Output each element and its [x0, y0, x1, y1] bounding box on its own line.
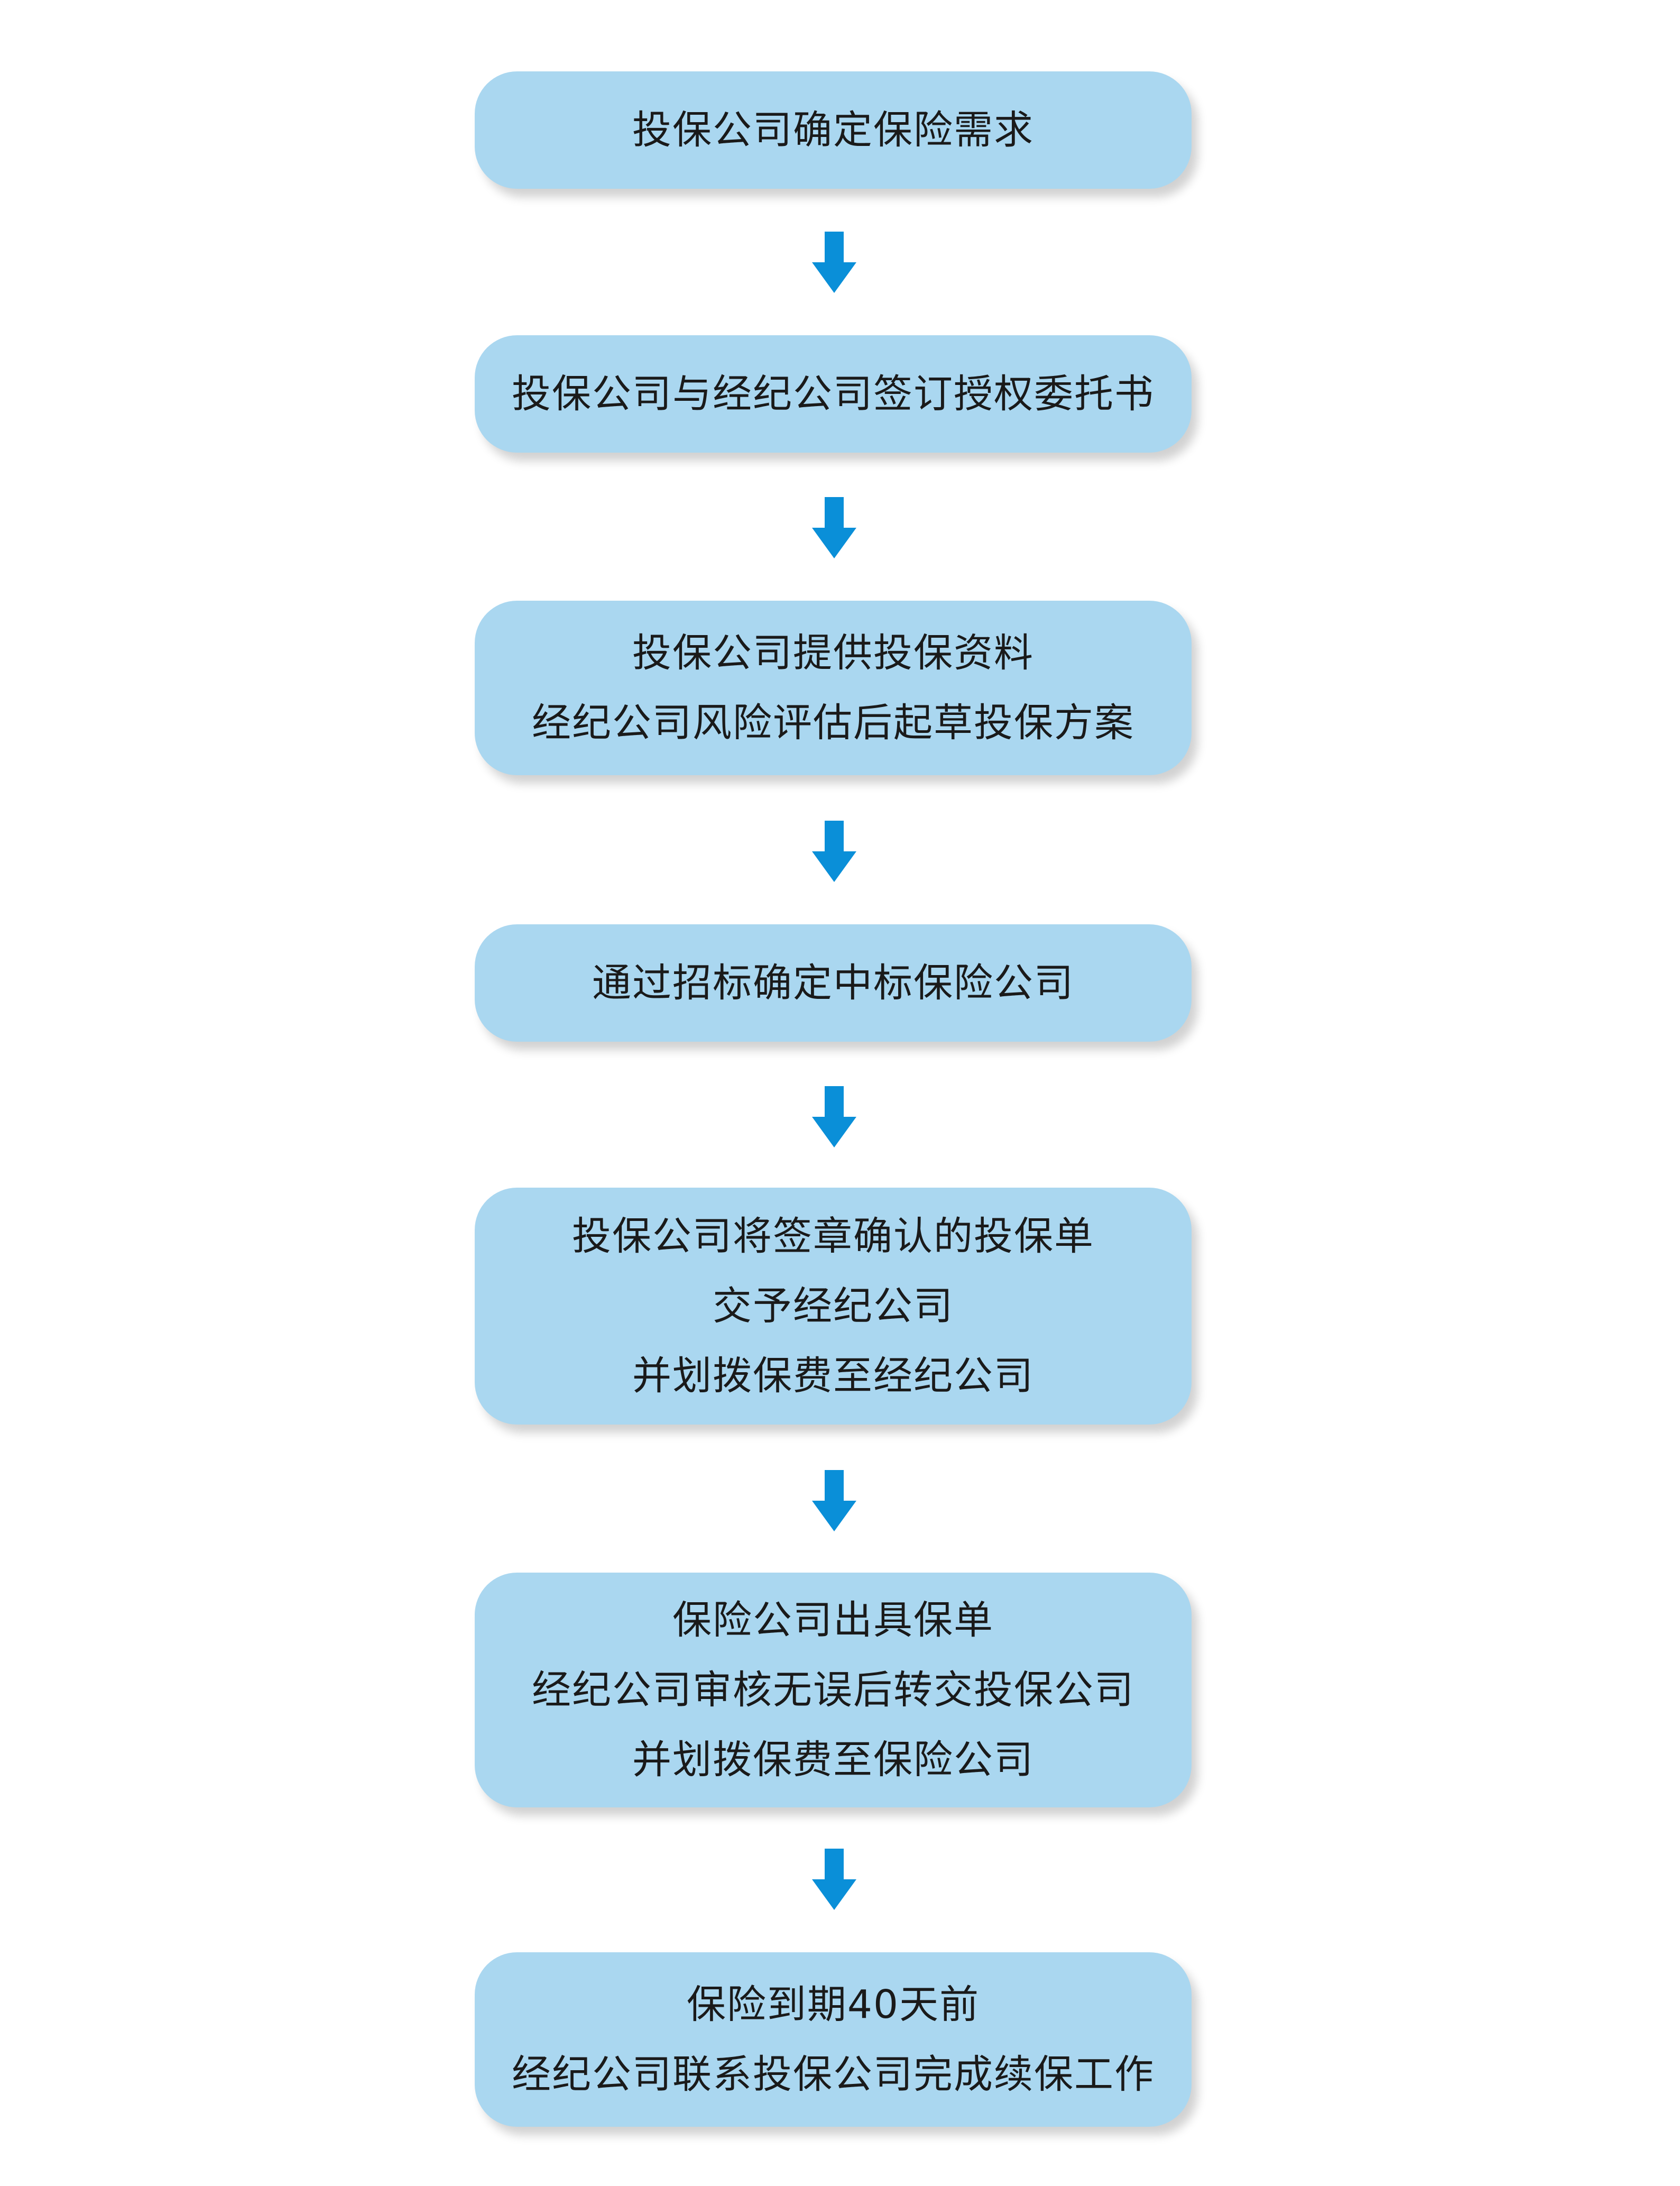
- step-5-line-3: 并划拨保费至经纪公司: [632, 1353, 1034, 1399]
- flow-step-2: 投保公司与经纪公司签订授权委托书: [475, 335, 1192, 453]
- step-7-line-2: 经纪公司联系投保公司完成续保工作: [512, 2052, 1155, 2097]
- step-5-line-1: 投保公司将签章确认的投保单: [572, 1214, 1094, 1259]
- step-6-line-3: 并划拨保费至保险公司: [632, 1737, 1034, 1783]
- down-arrow-icon: [812, 497, 856, 558]
- down-arrow-icon: [812, 232, 856, 293]
- flow-step-5: 投保公司将签章确认的投保单 交予经纪公司 并划拨保费至经纪公司: [475, 1188, 1192, 1425]
- step-5-line-2: 交予经纪公司: [713, 1283, 954, 1329]
- down-arrow-icon: [812, 1470, 856, 1531]
- down-arrow-icon: [812, 1849, 856, 1910]
- flow-step-6: 保险公司出具保单 经纪公司审核无误后转交投保公司 并划拨保费至保险公司: [475, 1573, 1192, 1807]
- step-4-line-1: 通过招标确定中标保险公司: [592, 960, 1074, 1006]
- step-2-line-1: 投保公司与经纪公司签订授权委托书: [512, 371, 1155, 417]
- step-7-line-1: 保险到期40天前: [686, 1982, 980, 2027]
- flow-step-4: 通过招标确定中标保险公司: [475, 924, 1192, 1042]
- down-arrow-icon: [812, 1086, 856, 1147]
- step-3-line-1: 投保公司提供投保资料: [632, 630, 1034, 676]
- flow-step-1: 投保公司确定保险需求: [475, 71, 1192, 189]
- flow-step-3: 投保公司提供投保资料 经纪公司风险评估后起草投保方案: [475, 601, 1192, 775]
- step-6-line-2: 经纪公司审核无误后转交投保公司: [532, 1667, 1134, 1713]
- step-1-line-1: 投保公司确定保险需求: [632, 107, 1034, 153]
- step-6-line-1: 保险公司出具保单: [672, 1597, 994, 1643]
- step-3-line-2: 经纪公司风险评估后起草投保方案: [532, 700, 1134, 746]
- down-arrow-icon: [812, 821, 856, 882]
- flow-step-7: 保险到期40天前 经纪公司联系投保公司完成续保工作: [475, 1952, 1192, 2127]
